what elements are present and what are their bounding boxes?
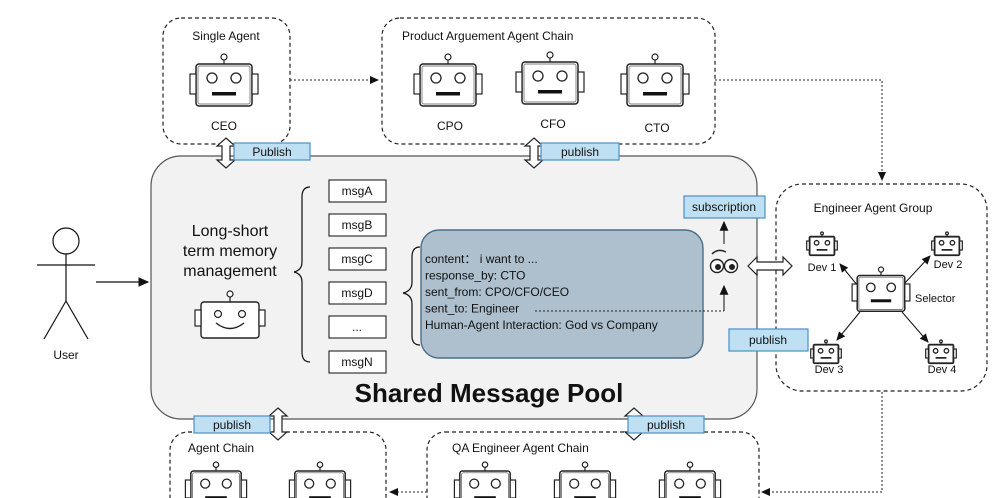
message-label: msgD <box>341 286 373 300</box>
user-stick-figure-icon <box>37 227 95 340</box>
memory-label-line-2: term memory <box>183 243 277 260</box>
selector-label: Selector <box>915 293 956 305</box>
publish-tag-upper-text: Publish <box>252 145 291 159</box>
robot-qa-icon <box>453 461 517 498</box>
single-agent-title: Single Agent <box>192 29 260 43</box>
dotted-connectors <box>290 76 886 496</box>
message-content-line: sent_to: Engineer <box>425 302 519 316</box>
message-list: msgA msgB msgC msgD... msgN <box>328 179 387 374</box>
message-item: msgN <box>328 350 387 374</box>
robot-dev1-icon <box>806 231 838 257</box>
robot-label-cto: CTO <box>644 121 669 135</box>
publish-tag-bottom-left: publish <box>193 415 271 434</box>
message-content-line: Human-Agent Interaction: God vs Company <box>425 318 658 332</box>
subscription-tag: subscription <box>683 195 766 219</box>
eye-icon <box>709 249 739 274</box>
double-arrows-layer <box>215 137 793 441</box>
robot-qa-icon <box>553 461 617 498</box>
robot-dev2-icon <box>931 231 963 257</box>
double-arrow-icon <box>523 137 545 169</box>
message-content-panel: content： i want to ... response_by: CTO se… <box>402 229 729 359</box>
message-label: ... <box>352 320 362 334</box>
message-content-line: sent_from: CPO/CFO/CEO <box>425 285 569 299</box>
message-item: ... <box>328 315 387 339</box>
dev-label-2: Dev 2 <box>934 259 963 271</box>
pool-title: Shared Message Pool <box>355 378 624 408</box>
robot-label-cfo: CFO <box>540 117 565 131</box>
robot-label-cpo: CPO <box>437 119 463 133</box>
publish-tag-bottom-right: publish <box>627 415 705 434</box>
message-content-line: response_by: CTO <box>425 269 526 283</box>
robots-layer <box>184 51 963 498</box>
robot-ceo-icon <box>189 53 259 107</box>
robot-dev4-icon <box>925 339 957 365</box>
message-content-line: content： i want to ... <box>425 252 538 266</box>
publish-tag-upper: Publish <box>233 142 311 161</box>
robot-cto-icon <box>620 53 690 107</box>
robot-qa-icon <box>658 461 722 498</box>
publish-tag-bottom-right-text: publish <box>647 418 685 432</box>
message-label: msgB <box>342 218 373 232</box>
dev-label-1: Dev 1 <box>808 262 837 274</box>
dev-label-3: Dev 3 <box>815 364 844 376</box>
message-item: msgB <box>328 213 387 237</box>
memory-robot-icon <box>194 290 266 339</box>
publish-tag-product: publish <box>540 142 620 161</box>
message-label: msgN <box>341 355 372 369</box>
publish-tag-engineer-text: publish <box>749 333 787 347</box>
message-item: msgC <box>328 247 387 271</box>
publish-tag-bottom-left-text: publish <box>213 418 251 432</box>
robot-dev3-icon <box>810 339 842 365</box>
memory-label-line-3: management <box>183 263 277 280</box>
double-arrow-icon <box>215 137 237 169</box>
message-label: msgC <box>341 252 373 266</box>
message-label: msgA <box>342 184 373 198</box>
robot-selector-icon <box>851 266 911 312</box>
product-chain-title: Product Arguement Agent Chain <box>402 29 573 43</box>
dev-label-4: Dev 4 <box>928 364 957 376</box>
double-arrow-icon <box>747 255 793 277</box>
message-item: msgD <box>328 281 387 305</box>
qa-chain-title: QA Engineer Agent Chain <box>452 441 589 455</box>
robot-agent-chain-icon <box>184 461 248 498</box>
agent-chain-title: Agent Chain <box>188 441 254 455</box>
double-arrow-icon <box>267 407 289 441</box>
publish-tag-product-text: publish <box>561 145 599 159</box>
robot-cfo-icon <box>515 51 585 105</box>
robot-cpo-icon <box>413 53 483 107</box>
publish-tag-engineer: publish <box>728 328 809 352</box>
robot-agent-chain-icon <box>288 461 352 498</box>
message-item: msgA <box>328 179 387 203</box>
subscription-tag-text: subscription <box>692 200 756 214</box>
memory-label-line-1: Long-short <box>192 223 269 240</box>
robot-label-ceo: CEO <box>211 119 237 133</box>
engineer-group-title: Engineer Agent Group <box>814 201 933 215</box>
user-label: User <box>53 348 78 362</box>
